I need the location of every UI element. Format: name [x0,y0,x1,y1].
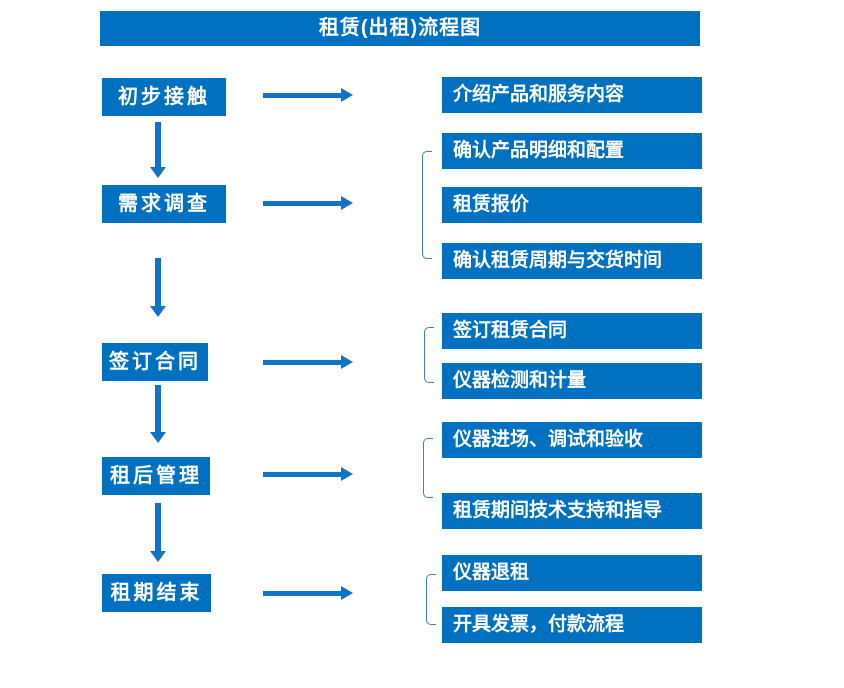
step-box-initial-contact: 初步接触 [102,78,226,116]
step-box-post-rental-management: 租后管理 [102,457,210,495]
right-arrow-shaft [263,201,342,206]
down-arrow-shaft [155,258,161,306]
group-bracket-rental-end [426,574,436,625]
output-box-introduce-products-services: 介绍产品和服务内容 [442,77,702,113]
right-arrow-shaft [263,591,342,596]
right-arrow-head [341,355,353,369]
down-arrow-head [150,551,166,562]
right-arrow-head [341,88,353,102]
right-arrow-shaft [263,93,342,98]
output-box-confirm-rental-period-delivery: 确认租赁周期与交货时间 [442,243,702,279]
output-box-instrument-arrival-debug-acceptance: 仪器进场、调试和验收 [442,422,702,458]
down-arrow-head [150,306,166,317]
group-bracket-demand-survey [422,151,432,259]
right-arrow-head [341,586,353,600]
right-arrow-shaft [263,472,342,477]
group-bracket-post-rental-management [423,438,433,498]
down-arrow-icon [150,122,166,178]
step-box-sign-contract: 签订合同 [102,343,208,381]
right-arrow-head [341,196,353,210]
step-box-demand-survey: 需求调查 [102,185,226,223]
right-arrow-icon [263,467,353,481]
output-box-confirm-product-details-config: 确认产品明细和配置 [442,133,702,169]
down-arrow-head [150,432,166,443]
down-arrow-shaft [155,385,161,432]
output-box-instrument-return: 仪器退租 [442,555,702,591]
output-box-invoice-payment-process: 开具发票，付款流程 [442,607,702,643]
flowchart-title: 租赁(出租)流程图 [100,11,700,46]
step-box-rental-end: 租期结束 [102,574,211,612]
output-box-rental-quotation: 租赁报价 [442,187,702,223]
right-arrow-icon [263,88,353,102]
right-arrow-head [341,467,353,481]
right-arrow-shaft [263,360,342,365]
down-arrow-head [150,167,166,178]
down-arrow-shaft [155,122,161,167]
down-arrow-icon [150,258,166,317]
right-arrow-icon [263,196,353,210]
down-arrow-icon [150,385,166,443]
group-bracket-sign-contract [424,327,434,383]
right-arrow-icon [263,355,353,369]
down-arrow-shaft [155,503,161,551]
output-box-rental-technical-support: 租赁期间技术支持和指导 [442,493,702,529]
output-box-sign-rental-contract: 签订租赁合同 [442,313,702,349]
right-arrow-icon [263,586,353,600]
down-arrow-icon [150,503,166,562]
output-box-instrument-inspection-metering: 仪器检测和计量 [442,363,702,399]
